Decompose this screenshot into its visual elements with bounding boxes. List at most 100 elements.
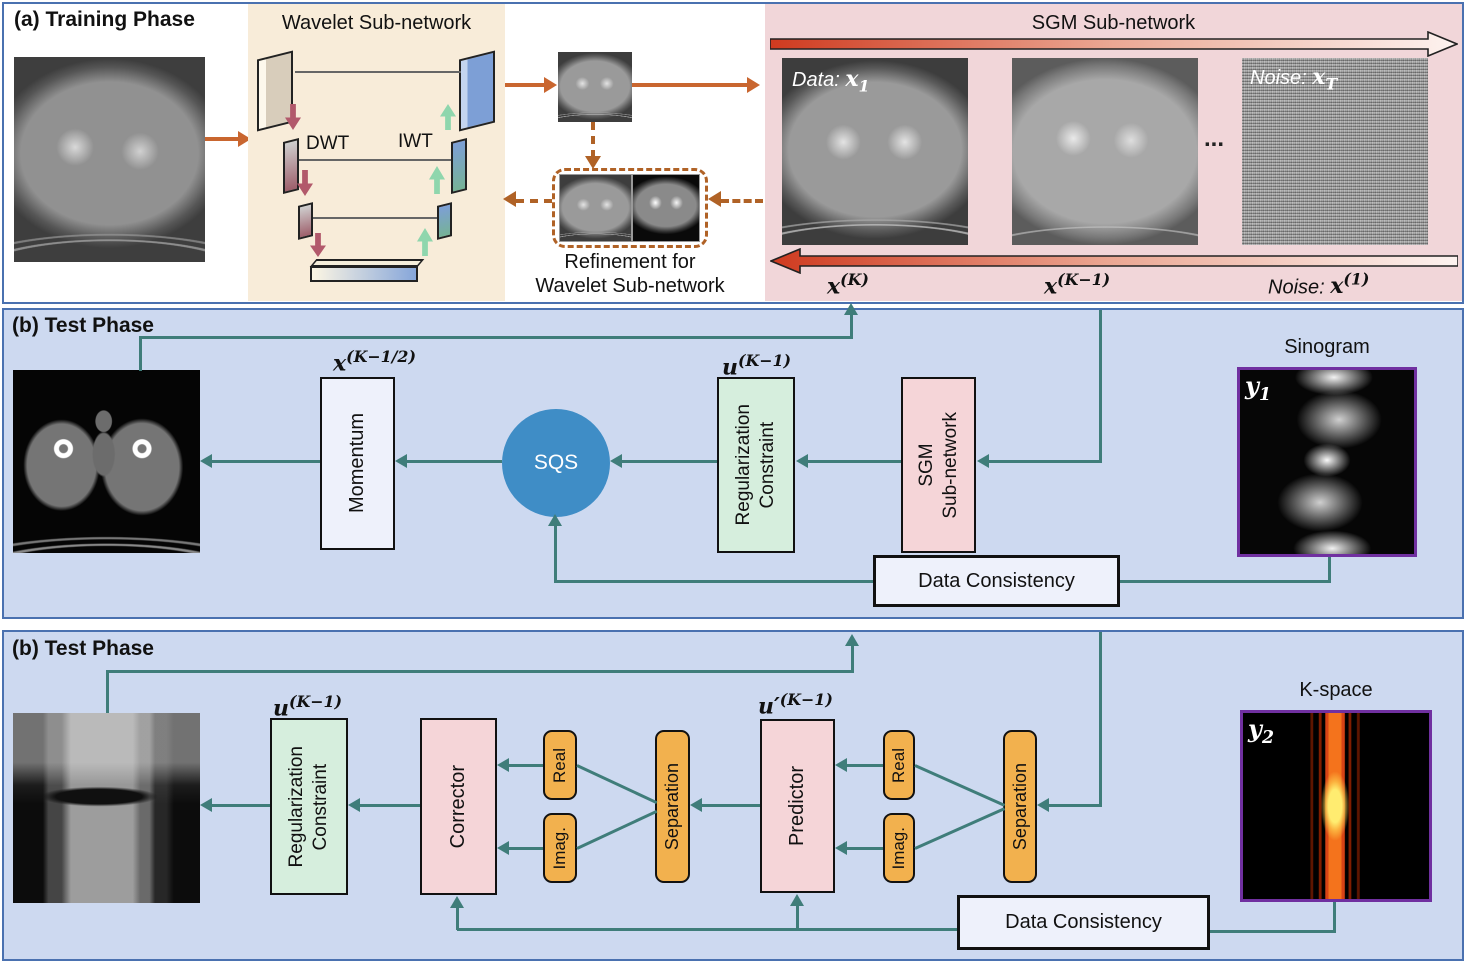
flow-line [457, 928, 957, 931]
flow-line [139, 338, 142, 371]
left-arrow-icon [835, 758, 847, 772]
flow-line [508, 847, 543, 850]
real-label: Real [889, 747, 909, 783]
y2-label: y2 [1248, 714, 1274, 748]
momentum-box: Momentum [320, 377, 395, 550]
predictor-label: Predictor [786, 765, 808, 847]
xk-half-label: x(K−1/2) [333, 347, 416, 377]
sgm-noise-image [1242, 58, 1428, 245]
training-title: (a) Training Phase [14, 8, 195, 31]
refinement-image-right [632, 174, 700, 242]
flow-line [1333, 902, 1336, 933]
sqs-label: SQS [533, 451, 579, 474]
flow-line [211, 804, 270, 807]
xk-label: x(K) [827, 270, 869, 300]
data-consistency-box: Data Consistency [873, 555, 1120, 607]
flow-line [796, 903, 799, 930]
up-arrow-icon [790, 894, 804, 906]
left-arrow-icon [200, 798, 212, 812]
u-km1-label: u(K−1) [722, 351, 792, 381]
y1-label: y1 [1245, 371, 1271, 405]
test-phase-mri-section [2, 630, 1464, 961]
flow-line [851, 643, 854, 672]
reverse-diffusion-arrow-icon [770, 248, 1458, 274]
label-prefix: Data: [792, 69, 846, 91]
wavelet-decoder-plate-1 [459, 50, 495, 132]
sinogram-title: Sinogram [1284, 336, 1370, 358]
noisy-ct-input-image [14, 57, 205, 262]
wavelet-encoder-plate-2 [283, 138, 299, 194]
flow-line [807, 460, 901, 463]
up-arrow-icon [845, 634, 859, 646]
predictor-box: Predictor [760, 719, 835, 893]
flow-line [554, 580, 873, 583]
flow-line [1048, 804, 1102, 807]
flow-line [456, 906, 459, 930]
right-arrow-icon [238, 131, 251, 147]
left-arrow-icon [497, 841, 509, 855]
data-consistency-label: Data Consistency [918, 569, 1075, 592]
refinement-caption-line1: Refinement for [564, 251, 696, 273]
reconstructed-ct-image [13, 370, 200, 553]
forward-diffusion-arrow-icon [770, 31, 1458, 57]
sgm-subnetwork-box: SGM Sub-network [901, 377, 976, 553]
down-arrow-icon [585, 156, 601, 169]
left-arrow-icon [348, 798, 360, 812]
left-arrow-icon [610, 454, 622, 468]
separation-box-1: Separation [655, 730, 690, 883]
left-arrow-icon [708, 191, 721, 207]
flow-line [1210, 930, 1336, 933]
kspace-image [1240, 710, 1432, 902]
dwt-label: DWT [306, 133, 350, 154]
flow-line [1328, 557, 1331, 583]
bottleneck-bar [310, 266, 418, 282]
left-arrow-icon [1037, 798, 1049, 812]
label-prefix: Noise: [1268, 276, 1331, 299]
wavelet-decoder-plate-2 [451, 138, 467, 194]
regularization-constraint-label: Regularization Constraint [286, 745, 331, 868]
left-arrow-icon [200, 454, 212, 468]
flow-line [406, 460, 502, 463]
left-arrow-icon [796, 454, 808, 468]
left-arrow-icon [503, 191, 516, 207]
left-arrow-icon [497, 758, 509, 772]
flow-line [1099, 310, 1102, 463]
skip-connection-2 [299, 159, 451, 161]
flow-line [1120, 580, 1331, 583]
flow-line [846, 847, 883, 850]
flow-line [106, 672, 109, 713]
arrow-line [505, 83, 549, 87]
left-arrow-icon [835, 841, 847, 855]
left-arrow-icon [977, 454, 989, 468]
sgm-subnetwork-label: SGM Sub-network [915, 411, 961, 519]
refinement-caption-line2: Wavelet Sub-network [535, 275, 725, 297]
dashed-line [721, 199, 763, 203]
separation-label: Separation [662, 762, 683, 851]
imag-box-2: Imag. [883, 813, 915, 883]
wavelet-decoder-plate-3 [437, 202, 452, 240]
separation-box-2: Separation [1003, 730, 1037, 883]
flow-line [1099, 632, 1102, 807]
up-arrow-icon [450, 896, 464, 908]
imag-label: Imag. [889, 826, 909, 870]
xkm1-label: x(K−1) [1044, 270, 1111, 300]
data-consistency-label: Data Consistency [1005, 911, 1162, 933]
regularization-constraint-box: Regularization Constraint [717, 377, 795, 553]
real-box-2: Real [883, 730, 915, 800]
reconstructed-mri-image [13, 713, 200, 903]
ellipsis-dots: ... [1204, 125, 1225, 152]
label-prefix: Noise: [1250, 67, 1313, 89]
corrector-box: Corrector [420, 718, 497, 895]
dashed-line [516, 199, 552, 203]
test2-title: (b) Test Phase [12, 637, 154, 660]
right-arrow-icon [544, 77, 557, 93]
sgm-data-label: Data: x1 [792, 66, 870, 95]
regularization-constraint-box: Regularization Constraint [270, 718, 348, 895]
imag-box-1: Imag. [543, 813, 577, 883]
left-arrow-icon [690, 798, 702, 812]
kspace-title: K-space [1299, 679, 1373, 701]
u-km1-label: u(K−1) [273, 692, 343, 722]
separation-label: Separation [1009, 762, 1030, 851]
arrow-line [205, 137, 243, 141]
